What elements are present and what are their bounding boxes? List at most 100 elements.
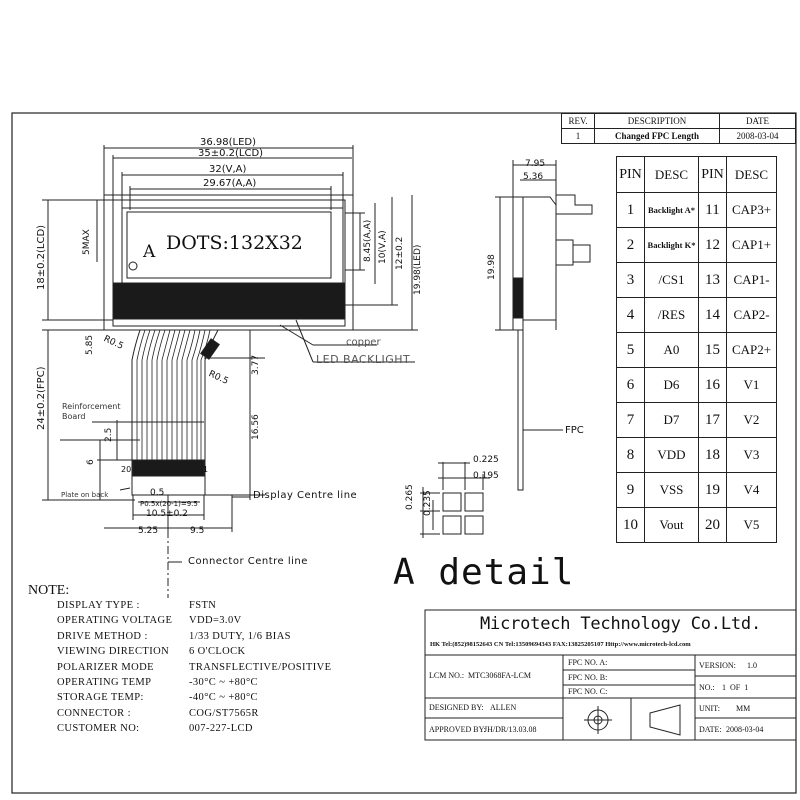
dim-95: 9.5 [190,526,205,536]
pin-desc: D6 [644,367,699,403]
designed-label: DESIGNED BY: [429,703,484,712]
label-pin20: 20 [121,465,132,474]
front-view [42,145,418,598]
label-fpc: FPC [565,425,584,436]
pin-number: 1 [616,192,645,228]
note-label: POLARIZER MODE [57,661,154,673]
pin-desc: D7 [644,402,699,438]
dim-det-0235: 0.235 [423,490,433,516]
note-label: OPERATING TEMP [57,677,152,688]
dim-525: 5.25 [138,526,159,536]
dim-6: 6 [86,459,96,465]
pin-desc: V3 [726,437,777,473]
note-value: -40°C ~ +80°C [189,692,258,704]
note-value: 007-227-LCD [189,723,253,735]
rev-row-date: 2008-03-04 [719,128,796,144]
pin-desc: A0 [644,332,699,368]
pin-number: 16 [698,367,727,403]
pin-desc: Backlight K* [644,227,699,263]
pin-number: 11 [698,192,727,228]
note-label: STORAGE TEMP: [57,692,144,704]
dim-width-lcd: 35±0.2(LCD) [198,148,264,159]
title-block-frame [424,609,797,741]
dim-h-led: 19.98(LED) [413,244,423,295]
company-contact: HK Tel:(852)98152643 CN Tel:13509694343 … [430,641,691,648]
pin-desc: VSS [644,472,699,508]
label-connector-centre: Connector Centre line [188,556,308,567]
note-label: CUSTOMER NO: [57,723,140,735]
label-led-backlight: LED BACKLIGHT [316,353,411,366]
dim-585: 5.85 [85,334,95,355]
dim-h-lcd: 18±0.2(LCD) [36,224,47,290]
lcm-value: MTC3068FA-LCM [468,671,531,680]
revision-table: REV. DESCRIPTION DATE 1 Changed FPC Leng… [561,113,796,144]
note-value: 1/33 DUTY, 1/6 BIAS [189,630,291,642]
lcd-display-text: DOTS:132X32 [166,232,303,254]
dim-det-0265: 0.265 [405,484,415,510]
pin-header-desc1: DESC [644,156,699,193]
pin-number: 7 [616,402,645,438]
lcm-label: LCM NO.: [429,671,465,680]
note-label: CONNECTOR : [57,707,131,719]
rev-header-rev: REV. [561,113,595,129]
dim-25: 2.5 [104,427,114,442]
dim-side-1998: 19.98 [487,254,497,280]
rev-header-desc: DESCRIPTION [594,113,720,129]
pin-desc: CAP2- [726,297,777,333]
fpc-no-b: FPC NO. B: [568,673,608,682]
label-a-detail: A detail [393,552,575,593]
dim-h-max: 5MAX [82,229,92,255]
pin-number: 19 [698,472,727,508]
dim-width-aa: 29.67(A,A) [203,178,257,189]
pin-number: 9 [616,472,645,508]
pin-number: 17 [698,402,727,438]
pin-header-desc2: DESC [726,156,777,193]
pin-number: 20 [698,507,727,543]
dim-h-va: 10(V,A) [378,230,388,264]
note-value: FSTN [189,600,217,611]
pin-number: 2 [616,227,645,263]
label-pin1: 1 [203,465,209,474]
pin-desc: V5 [726,507,777,543]
note-label: DISPLAY TYPE : [57,600,140,611]
side-view [495,160,593,491]
approved-value: JH/DR/13.03.08 [484,725,537,734]
fpc-no-a: FPC NO. A: [568,658,608,667]
label-reinforcement: Reinforcement Board [62,402,121,421]
pin-number: 3 [616,262,645,298]
no-value: 1 OF 1 [722,683,749,692]
dim-det-0195: 0.195 [473,471,499,481]
dim-side-536: 5.36 [523,172,544,182]
dim-105: 10.5±0.2 [146,509,188,519]
dim-05: 0.5 [150,488,165,498]
pin-number: 14 [698,297,727,333]
dim-h-fpc: 24±0.2(FPC) [36,366,47,430]
dim-det-0225: 0.225 [473,455,499,465]
note-value: VDD=3.0V [189,615,242,627]
dim-h-aa: 8.45(A,A) [363,219,373,262]
no-label: NO.: [699,683,715,692]
pin-header-pin1: PIN [616,156,645,193]
marker-a: A [143,242,156,262]
pin-desc: Backlight A* [644,192,699,228]
dim-h-12: 12±0.2 [395,236,405,270]
pin-desc: CAP1+ [726,227,777,263]
designed-value: ALLEN [490,703,517,712]
pin-desc: /CS1 [644,262,699,298]
pin-number: 5 [616,332,645,368]
pin-desc: V4 [726,472,777,508]
dim-width-va: 32(V,A) [209,164,247,175]
note-value: TRANSFLECTIVE/POSITIVE [189,661,332,673]
notes-title: NOTE: [28,583,70,598]
date-value: 2008-03-04 [726,725,764,734]
pin-desc: /RES [644,297,699,333]
